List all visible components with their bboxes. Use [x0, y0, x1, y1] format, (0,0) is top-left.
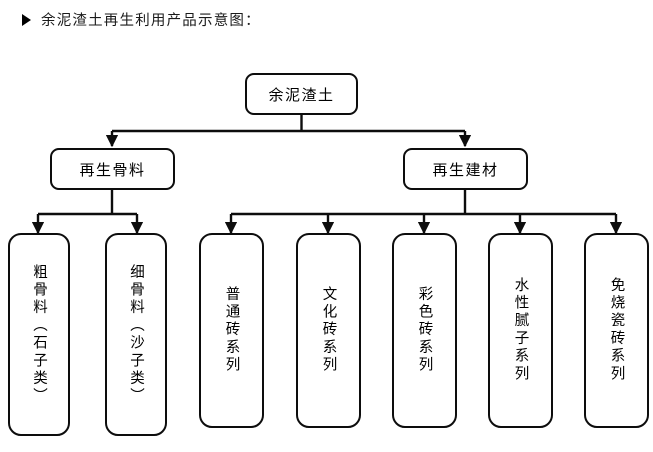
node-recycled-building-material-label: 再生建材: [432, 160, 499, 179]
page-title: 余泥渣土再生利用产品示意图：: [22, 9, 261, 30]
triangle-right-icon: [22, 13, 31, 26]
node-fine-aggregate-label: 细骨料（沙子类）: [128, 263, 144, 406]
node-recycled-building-material[interactable]: 再生建材: [403, 148, 528, 190]
node-root-label: 余泥渣土: [268, 85, 335, 104]
node-recycled-aggregate-label: 再生骨料: [79, 160, 146, 179]
node-water-based-putty-series-label: 水性腻子系列: [512, 277, 529, 384]
node-coarse-aggregate[interactable]: 粗骨料（石子类）: [8, 233, 70, 436]
node-coarse-aggregate-label: 粗骨料（石子类）: [31, 263, 47, 406]
node-recycled-aggregate[interactable]: 再生骨料: [50, 148, 175, 190]
node-color-brick-series[interactable]: 彩色砖系列: [392, 233, 457, 428]
node-firing-free-tile-series-label: 免烧瓷砖系列: [608, 277, 625, 384]
node-culture-brick-series-label: 文化砖系列: [320, 286, 337, 375]
node-culture-brick-series[interactable]: 文化砖系列: [296, 233, 361, 428]
node-ordinary-brick-series-label: 普通砖系列: [223, 286, 240, 375]
node-firing-free-tile-series[interactable]: 免烧瓷砖系列: [584, 233, 649, 428]
node-water-based-putty-series[interactable]: 水性腻子系列: [488, 233, 553, 428]
page-title-text: 余泥渣土再生利用产品示意图：: [41, 13, 261, 29]
node-root[interactable]: 余泥渣土: [245, 73, 358, 115]
node-ordinary-brick-series[interactable]: 普通砖系列: [199, 233, 264, 428]
node-color-brick-series-label: 彩色砖系列: [416, 286, 433, 375]
node-fine-aggregate[interactable]: 细骨料（沙子类）: [105, 233, 167, 436]
